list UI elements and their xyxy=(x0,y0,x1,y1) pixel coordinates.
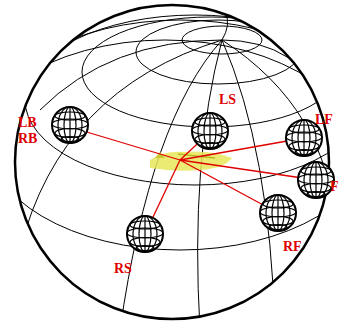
channel-label: RS xyxy=(114,262,132,276)
channel-label: LF xyxy=(315,113,333,127)
channel-label: RB xyxy=(18,132,37,146)
channel-label: RF xyxy=(283,240,302,254)
channel-label: LS xyxy=(219,93,236,107)
channel-label: F xyxy=(330,180,339,194)
direction-lines xyxy=(70,127,316,234)
channel-label: LB xyxy=(18,116,37,130)
